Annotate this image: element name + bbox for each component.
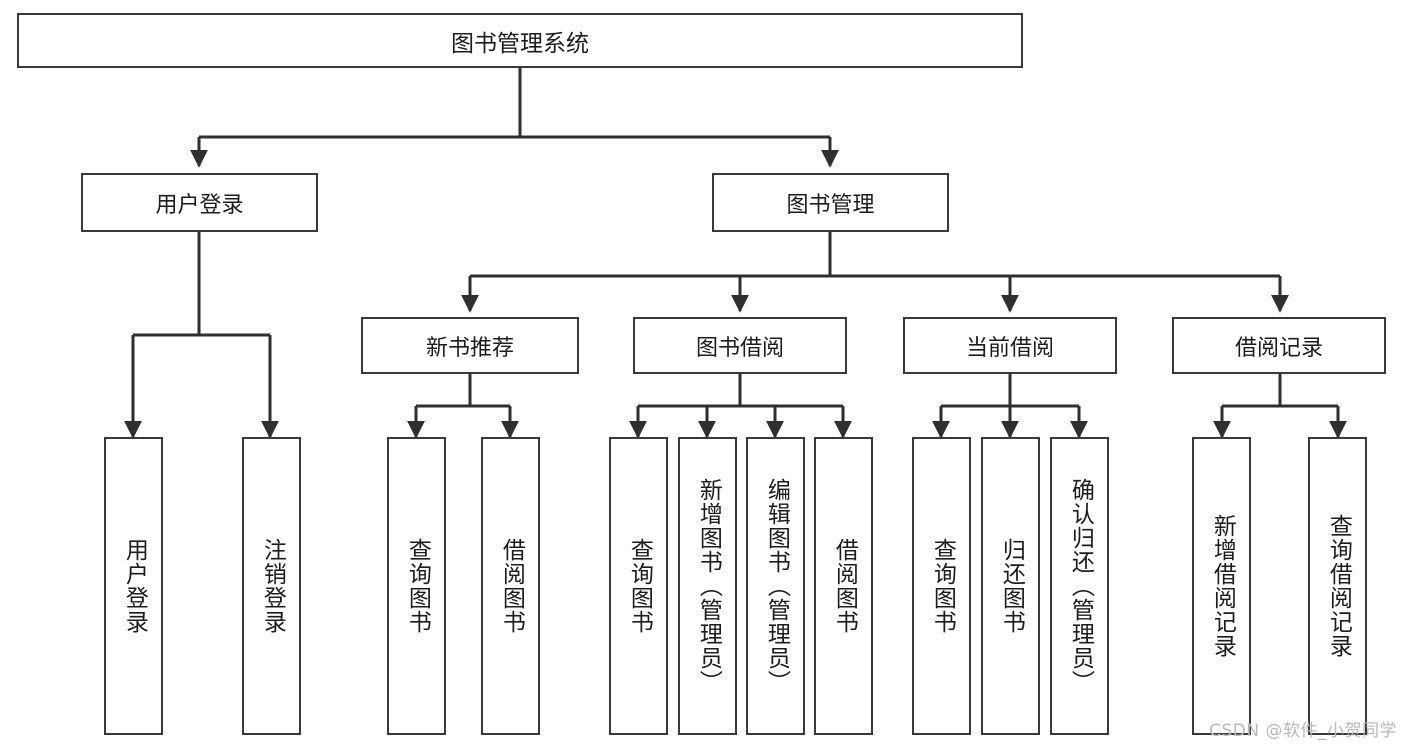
leaf-query-borrow-record[interactable]: 查询借阅记录: [1308, 437, 1367, 735]
node-current-borrow[interactable]: 当前借阅: [903, 317, 1117, 374]
leaf-borrow-book-recommend[interactable]: 借阅图书: [481, 437, 540, 735]
node-user-login-label: 用户登录: [155, 192, 244, 218]
leaf-add-book-admin-label: 新增图书（管理员）: [695, 478, 722, 694]
leaf-borrow-book-recommend-label: 借阅图书: [498, 538, 525, 634]
leaf-edit-book-admin-label: 编辑图书（管理员）: [763, 478, 790, 694]
leaf-query-borrow-record-label: 查询借阅记录: [1325, 514, 1352, 658]
leaf-add-borrow-record-label: 新增借阅记录: [1209, 514, 1236, 658]
leaf-user-login[interactable]: 用户登录: [104, 437, 163, 735]
leaf-query-book-recommend[interactable]: 查询图书: [387, 437, 446, 735]
node-book-borrow[interactable]: 图书借阅: [633, 317, 847, 374]
leaf-borrow-book-label: 借阅图书: [831, 538, 858, 634]
leaf-logout-label: 注销登录: [259, 538, 286, 634]
leaf-query-book-recommend-label: 查询图书: [404, 538, 431, 634]
node-borrow-record[interactable]: 借阅记录: [1172, 317, 1386, 374]
node-book-management[interactable]: 图书管理: [712, 173, 949, 232]
leaf-confirm-return-admin[interactable]: 确认归还（管理员）: [1050, 437, 1109, 735]
leaf-return-book-label: 归还图书: [998, 538, 1025, 634]
node-user-login[interactable]: 用户登录: [81, 173, 318, 232]
leaf-confirm-return-admin-label: 确认归还（管理员）: [1067, 478, 1094, 694]
node-root[interactable]: 图书管理系统: [17, 13, 1023, 68]
node-new-book-recommend-label: 新书推荐: [425, 335, 514, 361]
csdn-watermark: CSDN @软件_小贺同学: [1209, 721, 1397, 741]
leaf-query-book-borrow[interactable]: 查询图书: [609, 437, 668, 735]
node-current-borrow-label: 当前借阅: [965, 335, 1054, 361]
leaf-query-book-current-label: 查询图书: [929, 538, 956, 634]
leaf-add-borrow-record[interactable]: 新增借阅记录: [1192, 437, 1251, 735]
node-new-book-recommend[interactable]: 新书推荐: [361, 317, 579, 374]
leaf-logout[interactable]: 注销登录: [242, 437, 301, 735]
node-book-management-label: 图书管理: [786, 192, 875, 218]
leaf-add-book-admin[interactable]: 新增图书（管理员）: [678, 437, 737, 735]
node-borrow-record-label: 借阅记录: [1234, 335, 1323, 361]
node-book-borrow-label: 图书借阅: [695, 335, 784, 361]
leaf-user-login-label: 用户登录: [121, 538, 148, 634]
leaf-query-book-current[interactable]: 查询图书: [912, 437, 971, 735]
node-root-label: 图书管理系统: [451, 30, 589, 57]
leaf-borrow-book[interactable]: 借阅图书: [814, 437, 873, 735]
leaf-edit-book-admin[interactable]: 编辑图书（管理员）: [746, 437, 805, 735]
leaf-return-book[interactable]: 归还图书: [981, 437, 1040, 735]
leaf-query-book-borrow-label: 查询图书: [626, 538, 653, 634]
